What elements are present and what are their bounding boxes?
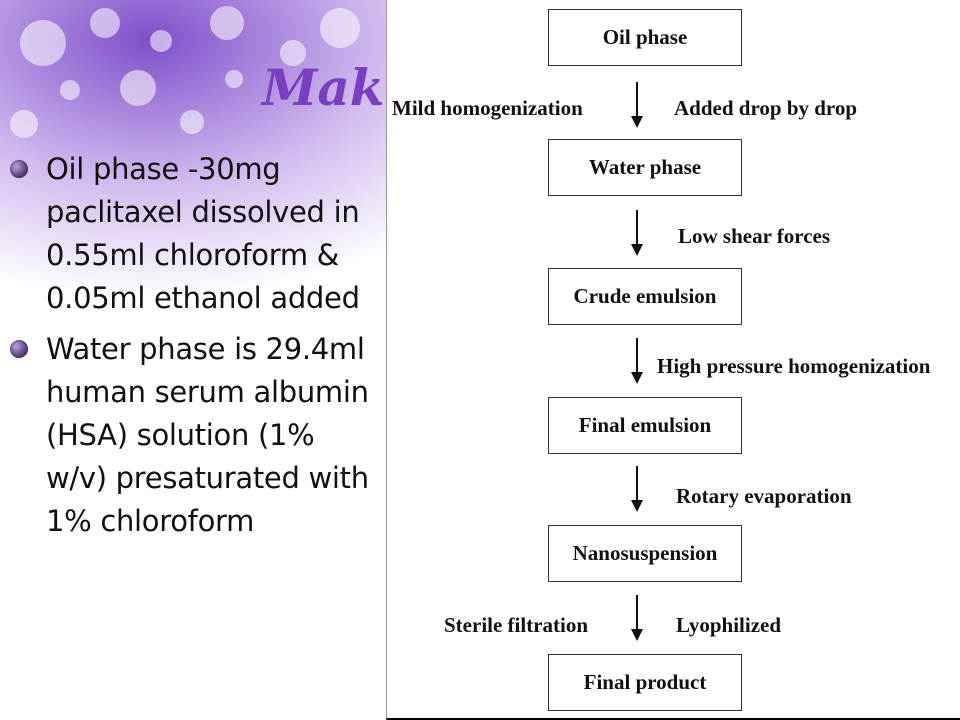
label-high-pressure-homogenization: High pressure homogenization [657, 354, 931, 378]
bullet-item: Oil phase -30mg paclitaxel dissolved in … [10, 148, 380, 320]
label-sterile-filtration: Sterile filtration [444, 613, 589, 637]
bokeh-light [180, 110, 204, 134]
bokeh-light [320, 8, 360, 48]
bullet-text-water-phase: Water phase is 29.4ml human serum albumi… [46, 332, 369, 538]
bokeh-light [90, 8, 120, 38]
bokeh-light [150, 30, 172, 52]
flow-box-water-phase: Water phase [548, 139, 742, 196]
bullet-list: Oil phase -30mg paclitaxel dissolved in … [10, 148, 380, 551]
label-rotary-evaporation: Rotary evaporation [676, 484, 852, 508]
arrow-down-icon [631, 82, 643, 128]
bokeh-light [120, 70, 156, 106]
bokeh-light [225, 70, 243, 88]
bullet-text-oil-phase: Oil phase -30mg paclitaxel dissolved in … [46, 152, 360, 315]
label-mild-homogenization: Mild homogenization [392, 96, 583, 120]
arrow-down-icon [631, 466, 643, 512]
bokeh-light [210, 6, 244, 40]
bullet-icon [10, 160, 28, 178]
flow-box-crude-emulsion: Crude emulsion [548, 268, 742, 325]
label-low-shear-forces: Low shear forces [678, 224, 831, 248]
bokeh-light [20, 20, 66, 66]
bullet-icon [10, 340, 28, 358]
flow-box-nanosuspension: Nanosuspension [548, 525, 742, 582]
flow-box-final-product: Final product [548, 654, 742, 711]
bokeh-light [60, 80, 80, 100]
arrow-down-icon [631, 210, 643, 256]
bokeh-light [10, 110, 38, 138]
label-added-drop-by-drop: Added drop by drop [674, 96, 858, 120]
flowchart: Oil phase Mild homogenization Added drop… [386, 0, 960, 720]
bullet-item: Water phase is 29.4ml human serum albumi… [10, 328, 380, 543]
arrow-down-icon [631, 338, 643, 384]
flow-box-final-emulsion: Final emulsion [548, 397, 742, 454]
slide-title: Mak [262, 58, 385, 117]
bokeh-light [280, 40, 306, 66]
slide-background [0, 0, 386, 720]
arrow-down-icon [631, 595, 643, 641]
flow-box-oil-phase: Oil phase [548, 9, 742, 66]
label-lyophilized: Lyophilized [676, 613, 782, 637]
